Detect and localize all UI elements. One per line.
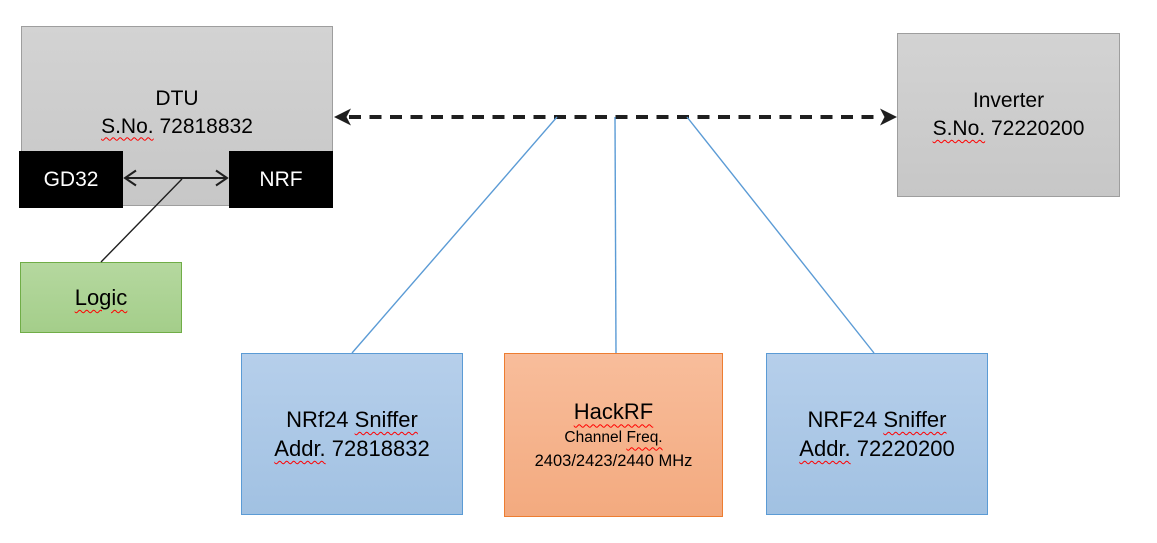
sniffer-right-box: NRF24 Sniffer Addr. 72220200: [766, 353, 988, 515]
sniffer-right-addr-line: Addr. 72220200: [799, 434, 954, 463]
inverter-title: Inverter: [972, 89, 1045, 113]
inverter-serial-label: S.No.: [932, 117, 986, 140]
logic-box: Logic: [20, 262, 182, 333]
sniffer-left-box: NRf24 Sniffer Addr. 72818832: [241, 353, 463, 515]
inverter-serial-line: S.No. 72220200: [933, 115, 1085, 143]
sniffer-left-connector-line: [351, 116, 558, 354]
hackrf-channel-word: Channel: [564, 429, 623, 447]
sniffer-right-addr-label: Addr.: [799, 436, 851, 461]
sniffer-left-title: NRf24 Sniffer: [286, 405, 418, 434]
dtu-serial-line: S.No. 72818832: [101, 113, 253, 141]
dtu-serial-label: S.No.: [101, 114, 154, 138]
dashed-arrow-right-head-icon: [880, 108, 897, 126]
sniffer-left-addr-label: Addr.: [274, 436, 326, 461]
gd32-chip-label: GD32: [43, 167, 99, 191]
sniffer-left-title-word: Sniffer: [354, 406, 418, 432]
inverter-box: Inverter S.No. 72220200: [897, 33, 1120, 197]
inverter-serial-number: 72220200: [990, 117, 1085, 140]
sniffer-left-addr-line: Addr. 72818832: [274, 434, 429, 463]
sniffer-left-addr-number: 72818832: [331, 436, 430, 461]
hackrf-freq-word: Freq.: [626, 429, 663, 447]
sniffer-left-title-prefix: NRf24: [286, 406, 349, 432]
logic-label: Logic: [74, 284, 128, 310]
sniffer-right-title-word: Sniffer: [883, 406, 947, 432]
hackrf-freq-values: 2403/2423/2440 MHz: [534, 451, 693, 470]
sniffer-right-addr-number: 72220200: [856, 436, 955, 461]
dtu-title: DTU: [155, 87, 199, 110]
sniffer-right-title: NRF24 Sniffer: [808, 405, 947, 434]
hackrf-box: HackRF Channel Freq. 2403/2423/2440 MHz: [504, 353, 723, 517]
dtu-serial-number: 72818832: [159, 114, 253, 138]
sniffer-right-connector-line: [686, 116, 875, 354]
sniffer-right-title-prefix: NRF24: [807, 406, 878, 432]
nrf-chip: NRF: [229, 151, 333, 208]
hackrf-channel-line: Channel Freq.: [564, 426, 662, 449]
gd32-chip: GD32: [19, 151, 123, 208]
hackrf-connector-line: [614, 116, 617, 354]
nrf-chip-label: NRF: [259, 167, 303, 191]
dashed-arrow-left-head-icon: [334, 108, 351, 126]
hackrf-title: HackRF: [573, 399, 654, 425]
